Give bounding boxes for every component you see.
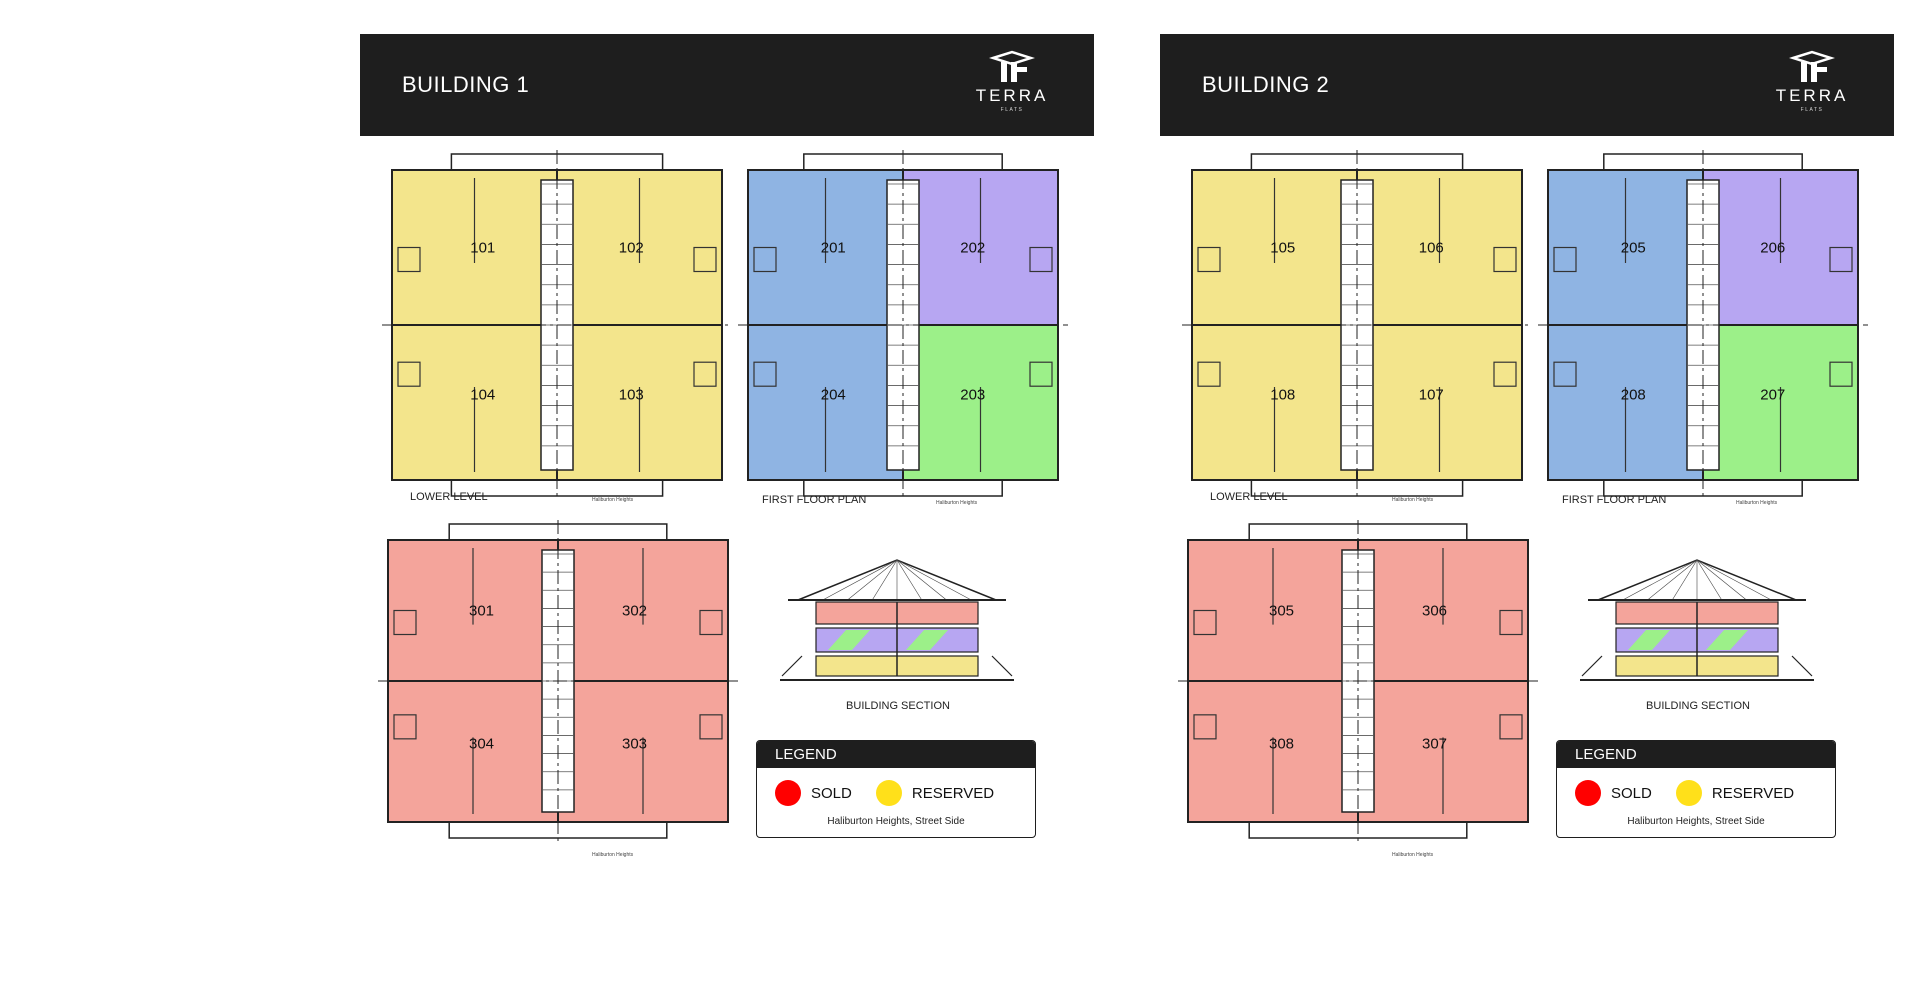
plan-drawing [378, 520, 738, 842]
unit-number: 208 [1620, 386, 1646, 404]
plan-drawing [1580, 559, 1814, 681]
building-header: BUILDING 1 TERRA FLATS [360, 34, 1094, 136]
reserved-dot-icon [875, 780, 902, 806]
legend-title: LEGEND [757, 741, 1035, 768]
plan-drawing [1182, 150, 1532, 500]
street-label: Haliburton Heights [592, 852, 634, 858]
unit-number: 305 [1268, 602, 1295, 619]
building-title: BUILDING 1 [402, 72, 530, 97]
legend-title: LEGEND [1557, 741, 1835, 768]
unit-number: 104 [470, 386, 496, 404]
building-section-caption: BUILDING SECTION [846, 700, 950, 712]
unit-number: 206 [1760, 239, 1786, 256]
sold-dot-icon [1575, 780, 1601, 806]
plan-drawing [780, 559, 1014, 681]
third-floor-plan: 301 302 304 303 [378, 520, 738, 842]
legend: LEGEND SOLD RESERVED Haliburton Heights,… [756, 740, 1036, 838]
street-label: Haliburton Heights [936, 500, 978, 506]
logo-sub: FLATS [1800, 107, 1824, 113]
legend-row: SOLD RESERVED [1575, 779, 1818, 807]
unit-number: 102 [618, 239, 644, 256]
street-label: Haliburton Heights [1736, 500, 1778, 506]
logo-brand: TERRA [975, 86, 1049, 105]
legend-reserved-label: RESERVED [1711, 784, 1795, 802]
plan-drawing [382, 150, 732, 500]
first-floor-plan: 205 206 208 207 [1538, 150, 1868, 500]
legend-street-note: Haliburton Heights, Street Side [1627, 816, 1765, 827]
unit-number: 105 [1270, 239, 1296, 256]
unit-number: 307 [1421, 735, 1448, 753]
building-section-caption: BUILDING SECTION [1646, 700, 1750, 712]
plan-drawing [1538, 150, 1868, 500]
terra-logo: TERRA FLATS [972, 50, 1052, 124]
unit-number: 203 [960, 386, 986, 404]
terra-logo-icon [989, 50, 1035, 82]
unit-number: 201 [820, 239, 846, 256]
street-label: Haliburton Heights [592, 497, 634, 503]
legend-sold-label: SOLD [1611, 784, 1652, 802]
unit-number: 301 [468, 602, 495, 619]
terra-logo: TERRA FLATS [1772, 50, 1852, 124]
building-section [780, 556, 1014, 686]
legend: LEGEND SOLD RESERVED Haliburton Heights,… [1556, 740, 1836, 838]
legend-street-note: Haliburton Heights, Street Side [827, 816, 965, 827]
first-floor-caption: FIRST FLOOR PLAN [1562, 494, 1667, 506]
building-2-sheet: BUILDING 2 TERRA FLATS 105 106 108 107 LOWE… [1160, 0, 1900, 1000]
reserved-dot-icon [1675, 780, 1702, 806]
street-label: Haliburton Heights [1392, 852, 1434, 858]
building-1-sheet: BUILDING 1 TERRA FLATS 101 102 104 103 LOWE… [360, 0, 1100, 1000]
plan-drawing [738, 150, 1068, 500]
building-title: BUILDING 2 [1202, 72, 1330, 97]
first-floor-caption: FIRST FLOOR PLAN [762, 494, 867, 506]
unit-number: 302 [621, 602, 648, 619]
unit-number: 303 [621, 735, 648, 753]
unit-number: 308 [1268, 735, 1295, 753]
unit-number: 106 [1418, 239, 1444, 256]
plan-drawing [1178, 520, 1538, 842]
lower-level-plan: 101 102 104 103 [382, 150, 732, 500]
building-header: BUILDING 2 TERRA FLATS [1160, 34, 1894, 136]
lower-level-caption: LOWER LEVEL [1210, 491, 1288, 503]
terra-logo-icon [1789, 50, 1835, 82]
unit-number: 101 [470, 239, 496, 256]
unit-number: 202 [960, 239, 986, 256]
unit-number: 205 [1620, 239, 1646, 256]
legend-reserved-label: RESERVED [911, 784, 995, 802]
legend-row: SOLD RESERVED [775, 779, 1018, 807]
building-section [1580, 556, 1814, 686]
first-floor-plan: 201 202 204 203 [738, 150, 1068, 500]
lower-level-plan: 105 106 108 107 [1182, 150, 1532, 500]
unit-number: 107 [1418, 386, 1444, 404]
legend-sold-label: SOLD [811, 784, 852, 802]
street-label: Haliburton Heights [1392, 497, 1434, 503]
unit-number: 204 [820, 386, 846, 404]
unit-number: 207 [1760, 386, 1786, 404]
unit-number: 108 [1270, 386, 1296, 404]
unit-number: 306 [1421, 602, 1448, 619]
logo-sub: FLATS [1000, 107, 1024, 113]
logo-brand: TERRA [1775, 86, 1849, 105]
sold-dot-icon [775, 780, 801, 806]
lower-level-caption: LOWER LEVEL [410, 491, 488, 503]
third-floor-plan: 305 306 308 307 [1178, 520, 1538, 842]
unit-number: 103 [618, 386, 644, 404]
unit-number: 304 [468, 735, 495, 753]
